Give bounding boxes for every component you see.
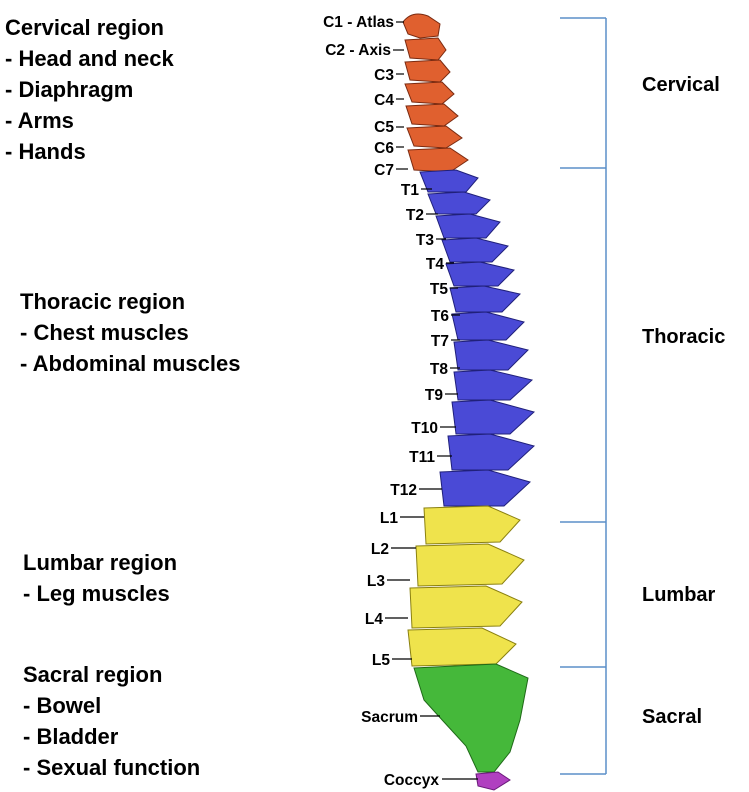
label-l5: L5 xyxy=(372,652,390,669)
label-t3: T3 xyxy=(416,232,434,249)
label-l4: L4 xyxy=(365,611,383,628)
label-sacrum: Sacrum xyxy=(361,709,418,726)
label-c1: C1 - Atlas xyxy=(323,14,394,31)
label-c5: C5 xyxy=(374,119,394,136)
vertebra-t8 xyxy=(454,340,528,370)
label-c7: C7 xyxy=(374,162,394,179)
label-l1: L1 xyxy=(380,510,398,527)
vertebra-c4 xyxy=(405,82,454,104)
label-t9: T9 xyxy=(425,387,443,404)
coccyx xyxy=(476,772,510,790)
vertebra-c6 xyxy=(407,126,462,148)
vertebra-t7 xyxy=(452,312,524,340)
label-t7: T7 xyxy=(431,333,449,350)
vertebra-c5 xyxy=(406,104,458,126)
label-coccyx: Coccyx xyxy=(384,772,440,789)
cervical-vertebrae xyxy=(403,14,468,172)
vertebra-t3 xyxy=(436,214,500,238)
label-t1: T1 xyxy=(401,182,419,199)
label-l3: L3 xyxy=(367,573,385,590)
vertebra-l3 xyxy=(410,586,522,628)
label-t2: T2 xyxy=(406,207,424,224)
label-t6: T6 xyxy=(431,308,449,325)
label-t11: T11 xyxy=(409,449,435,466)
label-t10: T10 xyxy=(411,420,438,437)
vertebra-t5 xyxy=(446,262,514,286)
label-l2: L2 xyxy=(371,541,389,558)
label-t12: T12 xyxy=(390,482,417,499)
vertebra-l2 xyxy=(416,544,524,586)
lumbar-vertebrae xyxy=(408,506,524,666)
vertebra-t9 xyxy=(454,370,532,400)
label-t5: T5 xyxy=(430,281,448,298)
vertebra-t6 xyxy=(450,286,520,312)
sacrum xyxy=(414,664,528,772)
vertebra-t11 xyxy=(448,434,534,470)
vertebra-c3 xyxy=(405,60,450,82)
vertebra-l4 xyxy=(408,628,516,666)
label-c3: C3 xyxy=(374,67,394,84)
vertebra-l1 xyxy=(424,506,520,544)
label-c6: C6 xyxy=(374,140,394,157)
vertebra-t12 xyxy=(440,470,530,506)
label-c4: C4 xyxy=(374,92,394,109)
vertebra-t4 xyxy=(442,238,508,262)
region-bracket xyxy=(560,18,606,774)
vertebra-c2 xyxy=(405,38,446,60)
vertebra-c7 xyxy=(408,148,468,172)
vertebra-t10 xyxy=(452,400,534,434)
vertebra-t2 xyxy=(428,192,490,214)
label-t8: T8 xyxy=(430,361,448,378)
vertebra-c1 xyxy=(403,14,440,38)
label-c2: C2 - Axis xyxy=(325,42,391,59)
label-t4: T4 xyxy=(426,256,444,273)
